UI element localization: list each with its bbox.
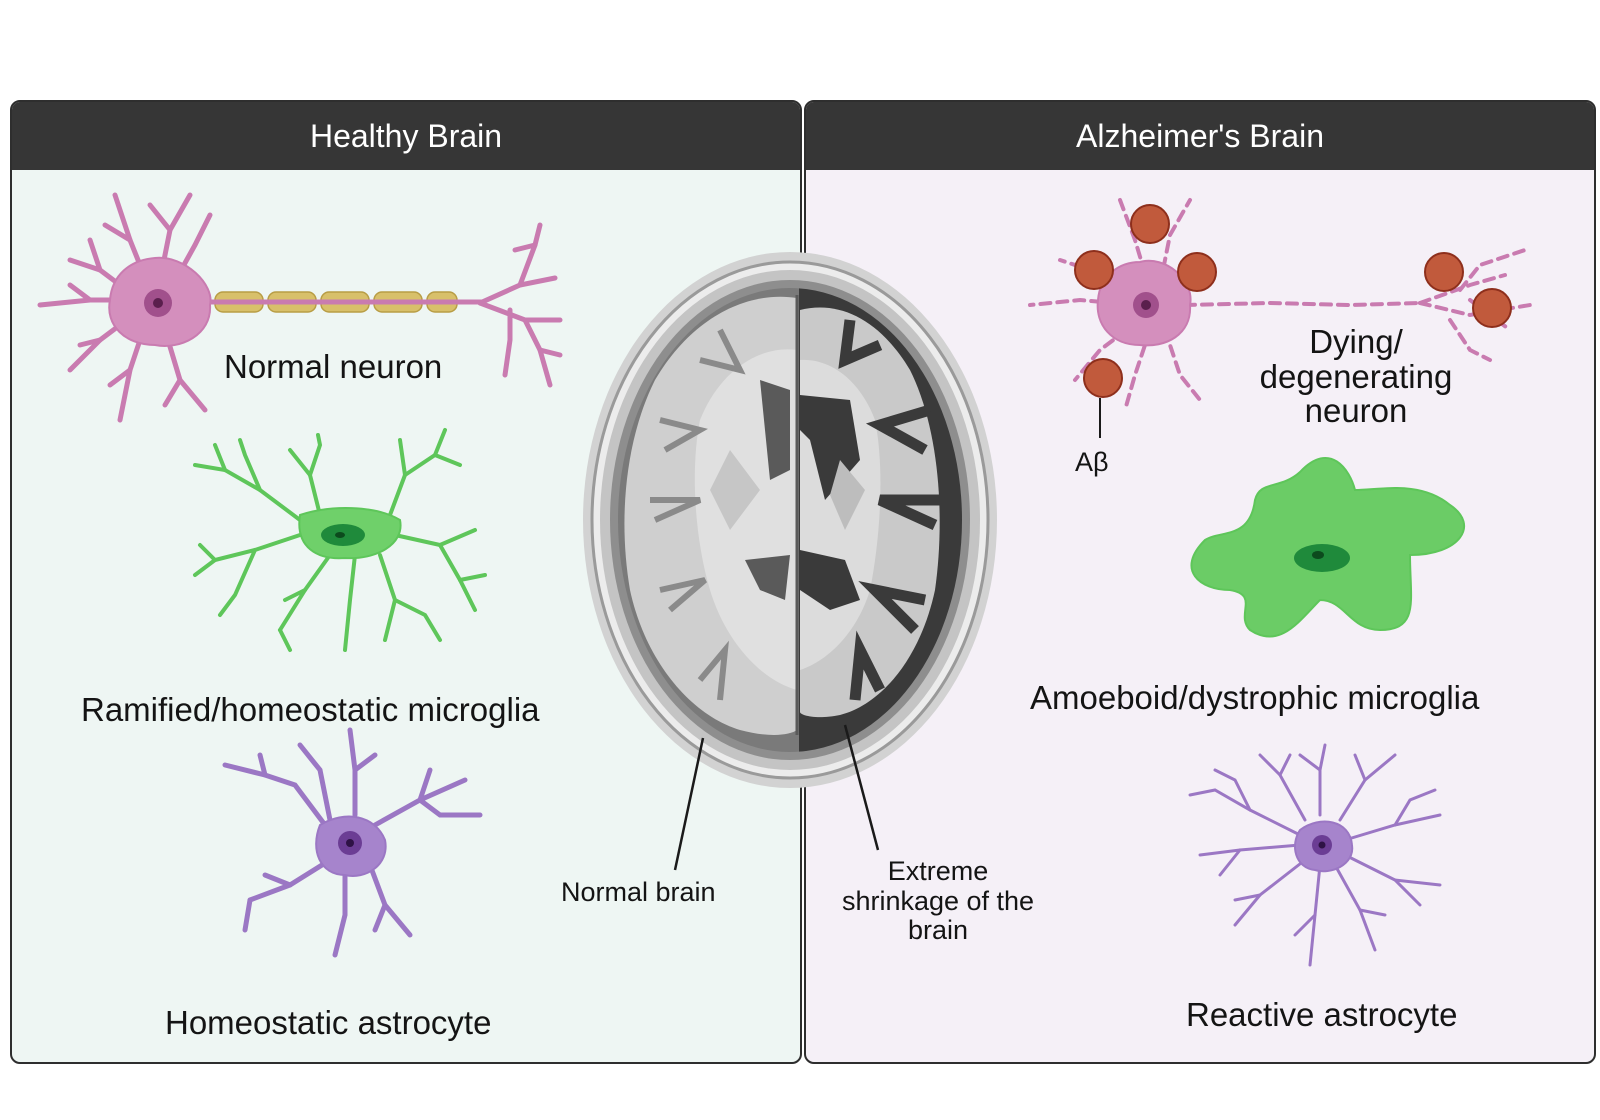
reactive-astrocyte-soma	[1294, 820, 1354, 873]
normal-neuron-soma	[108, 256, 212, 347]
amoeboid-microglia-label: Amoeboid/dystrophic microglia	[1030, 679, 1480, 716]
dying-neuron-label: Dying/ degenerating neuron	[1259, 323, 1453, 430]
ramified-microglia-icon	[193, 428, 487, 652]
amyloid-plaque-icon	[1074, 204, 1512, 398]
normal-brain-label: Normal brain	[561, 877, 716, 907]
brain-mri-icon	[583, 252, 997, 788]
reactive-astrocyte-icon	[1188, 743, 1442, 967]
alzheimers-brain-header: Alzheimer's Brain	[806, 102, 1594, 170]
amoeboid-microglia-icon	[1190, 457, 1466, 638]
healthy-hemisphere	[618, 288, 799, 752]
reactive-astrocyte-label: Reactive astrocyte	[1186, 996, 1458, 1033]
ramified-microglia-label: Ramified/homeostatic microglia	[81, 691, 540, 728]
homeostatic-astrocyte-soma	[315, 815, 387, 877]
atrophic-hemisphere	[799, 288, 962, 752]
extreme-shrinkage-label: Extreme shrinkage of the brain	[841, 856, 1035, 946]
homeostatic-astrocyte-label: Homeostatic astrocyte	[165, 1004, 492, 1041]
homeostatic-astrocyte-icon	[222, 727, 483, 958]
ramified-microglia-soma	[298, 507, 402, 560]
shrinkage-pointer	[843, 724, 880, 851]
abeta-label: Aβ	[1075, 447, 1109, 477]
normal-neuron-label: Normal neuron	[224, 348, 443, 385]
healthy-brain-header: Healthy Brain	[12, 102, 800, 170]
dying-neuron-soma	[1096, 259, 1192, 347]
normal-brain-pointer	[673, 737, 705, 871]
